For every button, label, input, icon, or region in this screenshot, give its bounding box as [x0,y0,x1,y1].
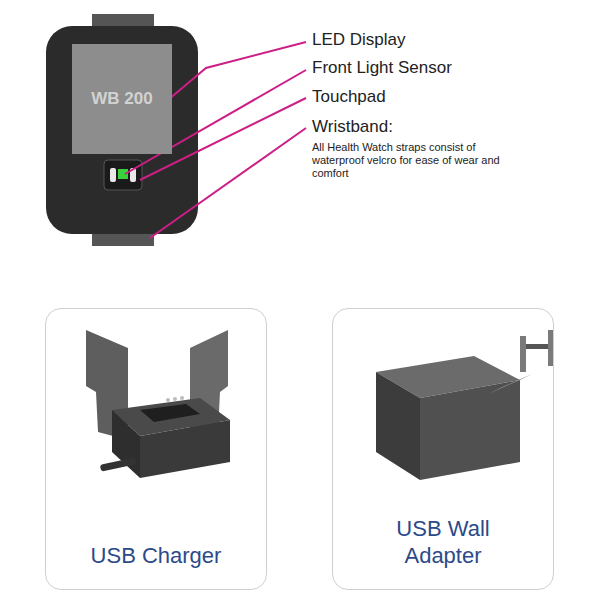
watch-body [46,26,198,234]
node-label: USB Wall Adapter [373,516,513,569]
leader-line [168,42,306,100]
node-label: WB 200 [91,89,152,109]
touchpad [104,160,142,190]
part-label: Touchpad [312,87,582,107]
touchpad-light [110,168,116,182]
part-label: Front Light Sensor [312,58,582,78]
usb-charger [86,330,230,478]
display-screen: WB 200 [72,44,172,154]
leader-line [150,128,306,238]
part-label: Wristband: [312,117,582,137]
note-text: All Health Watch straps consist of water… [312,141,522,181]
product-card: USB Charger [45,308,267,590]
node-label: USB Charger [66,543,246,569]
part-label: LED Display [312,30,582,50]
product-card: USB Wall Adapter [332,308,554,590]
